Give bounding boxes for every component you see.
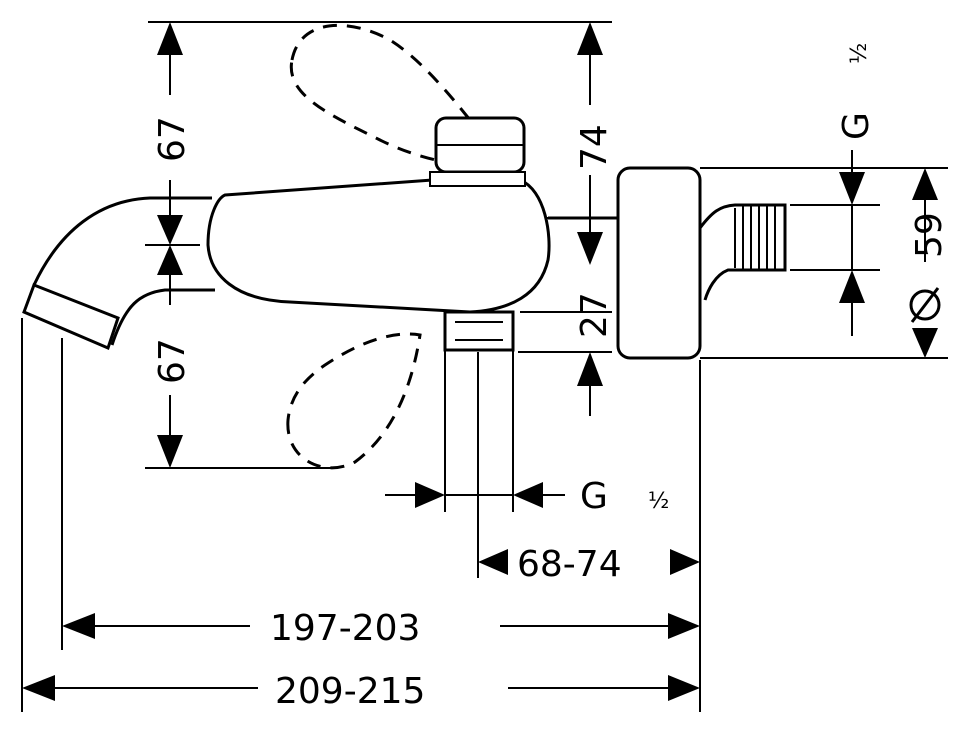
spout-tip — [22, 283, 120, 351]
dimension-197-203 — [62, 613, 700, 639]
arrow-right — [670, 549, 700, 575]
outlet-nipple — [443, 310, 515, 352]
arrow-left — [62, 613, 95, 639]
mixer-body — [206, 116, 620, 352]
dim-68-74: 68-74 — [517, 544, 622, 585]
thread-lines — [734, 206, 776, 270]
dimension-diameter — [909, 168, 941, 358]
dim-209-215: 209-215 — [275, 671, 425, 712]
dim-59: 59 — [909, 212, 950, 258]
arrow-right — [415, 482, 445, 508]
arrow-down — [157, 435, 183, 468]
dimension-thread-right — [839, 150, 865, 336]
arrow-left — [478, 549, 508, 575]
extension-lines — [21, 21, 948, 712]
spout — [22, 196, 215, 351]
dimension-209-215 — [22, 675, 700, 701]
g-label-bottom: G — [580, 476, 608, 517]
flange-rect — [616, 166, 702, 360]
wall-flange — [616, 166, 787, 360]
dimension-thread-bottom — [385, 482, 565, 508]
diameter-symbol — [909, 289, 941, 321]
arrow-up — [577, 352, 603, 386]
g-fraction-right: ½ — [847, 43, 872, 64]
arrow-down — [839, 172, 865, 205]
arrow-down — [577, 232, 603, 265]
dim-67-bottom: 67 — [152, 338, 193, 384]
arrow-left — [22, 675, 55, 701]
body-shape — [206, 176, 551, 314]
dim-74: 74 — [574, 124, 615, 170]
dim-197-203: 197-203 — [270, 608, 420, 649]
connector-body — [698, 203, 787, 301]
arrow-right — [668, 613, 700, 639]
dimension-right-vertical — [577, 22, 603, 416]
arrow-up — [577, 22, 603, 55]
g-fraction-bottom: ½ — [648, 489, 669, 514]
arrow-up — [157, 22, 183, 55]
g-label-right: G — [836, 112, 877, 140]
arrow-down — [157, 215, 183, 245]
arrow-up — [912, 168, 938, 200]
arrow-right — [668, 675, 700, 701]
dim-67-top: 67 — [152, 116, 193, 162]
arrow-up — [839, 270, 865, 303]
lever-position-down-dashed — [286, 332, 422, 470]
arrow-down — [912, 328, 938, 358]
arrow-up — [157, 245, 183, 275]
knob-collar — [429, 171, 526, 187]
dimension-68-74 — [478, 549, 700, 575]
dim-27: 27 — [574, 292, 615, 338]
arrow-left — [513, 482, 543, 508]
